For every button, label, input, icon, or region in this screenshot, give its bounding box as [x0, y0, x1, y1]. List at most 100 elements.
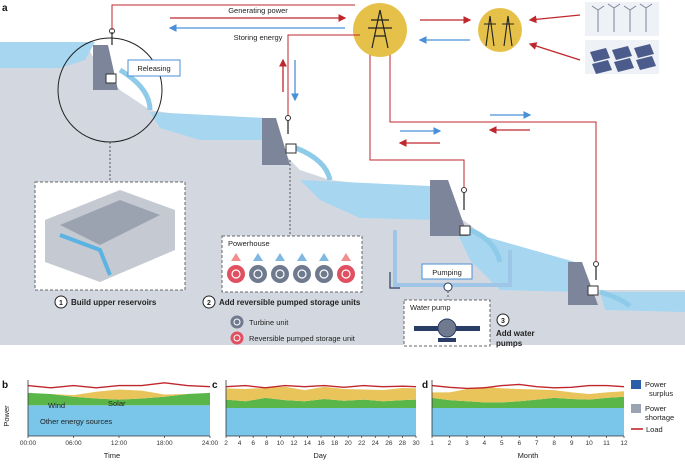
x-tick-label: 24: [372, 440, 380, 447]
unit-indicator-icon: [275, 253, 285, 261]
wind-turbine-icon: [591, 3, 653, 32]
turbine-unit-icon: [230, 315, 244, 329]
area-solar: [226, 386, 416, 402]
legend-surplus-line2: surplus: [649, 389, 673, 398]
step-1-badge: [54, 295, 68, 309]
unit-indicator-icon: [297, 253, 307, 261]
area-solar: [28, 389, 210, 400]
dam-4: [568, 261, 599, 305]
step-3-label-line1: Add water: [496, 329, 535, 338]
x-tick-label: 3: [465, 440, 469, 447]
unit-hub: [297, 269, 307, 279]
releasing-box: [127, 59, 181, 77]
grid-line-dam2: [287, 34, 360, 115]
panel-label-d: d: [422, 380, 428, 391]
pumping-box: [421, 263, 473, 280]
x-tick-label: 10: [277, 440, 285, 447]
x-tick-label: 6: [251, 440, 255, 447]
other-sources-label: Other energy sources: [40, 417, 112, 426]
area-other-energy-sources: [226, 408, 416, 436]
x-tick-label: 10: [585, 440, 593, 447]
unit-indicator-icon: [231, 253, 241, 261]
x-tick-label: 12: [290, 440, 298, 447]
chart-b: 00:00 06:00 12:00 18:00 24:00: [20, 380, 219, 447]
area-other-energy-sources: [432, 408, 624, 436]
inset-basin: [60, 200, 160, 245]
middle-reservoir-water: [150, 112, 270, 140]
step-3-number: 3: [501, 318, 505, 325]
reversible-unit-label: Reversible pumped storage unit: [249, 334, 356, 343]
unit-indicator-icon: [341, 253, 351, 261]
x-tick-label: 18: [331, 440, 339, 447]
area-solar: [432, 386, 624, 403]
x-tick-label: 28: [399, 440, 407, 447]
x-tick-label: 8: [552, 440, 556, 447]
dam-3: [430, 180, 471, 236]
bottom-reservoir-water: [455, 228, 580, 292]
grid-line-dam4: [389, 55, 597, 262]
wind-arrow: [528, 14, 581, 24]
unit-hub: [341, 269, 351, 279]
step-1-label: Build upper reservoirs: [71, 298, 157, 307]
step-2-label: Add reversible pumped storage units: [219, 298, 361, 307]
releasing-label: Releasing: [137, 64, 170, 73]
x-tick-label: 5: [500, 440, 504, 447]
reversible-unit-icon: [337, 265, 355, 283]
grid-line-dam1: [111, 4, 355, 30]
wind-farm: [585, 2, 659, 36]
upper-reservoir-water: [0, 42, 95, 68]
load-line: [431, 383, 625, 390]
x-tick-label: 2: [448, 440, 452, 447]
x-tick-label: 8: [265, 440, 269, 447]
legend-shortage-line1: Power: [645, 404, 667, 413]
x-tick-label: 00:00: [20, 440, 37, 447]
turbine-unit-icon: [249, 265, 267, 283]
waterfall-2: [295, 145, 333, 181]
x-tick-label: 4: [483, 440, 487, 447]
x-tick-label: 9: [570, 440, 574, 447]
legend-surplus-swatch: [631, 380, 641, 389]
solar-label: Solar: [108, 399, 126, 408]
chart-b-xlabel: Time: [104, 451, 120, 460]
water-pump-icon: [414, 318, 480, 342]
dam-2: [262, 115, 297, 165]
powerhouse-title: Powerhouse: [228, 239, 270, 248]
powerhouse-units: [227, 253, 355, 283]
area-wind: [226, 397, 416, 408]
x-tick-label: 06:00: [65, 440, 82, 447]
waterfall-3: [469, 227, 503, 263]
x-tick-label: 7: [535, 440, 539, 447]
pump-node-icon: [443, 282, 453, 292]
waterfall-1: [118, 67, 153, 111]
x-tick-label: 11: [603, 440, 610, 447]
legend-shortage-swatch: [631, 404, 641, 413]
unit-hub: [231, 269, 241, 279]
area-other-energy-sources: [28, 405, 210, 436]
area-wind: [28, 392, 210, 406]
x-tick-label: 30: [412, 440, 420, 447]
x-tick-label: 12: [620, 440, 628, 447]
x-tick-label: 6: [517, 440, 521, 447]
waterfall-4: [599, 289, 632, 308]
tail-water: [600, 292, 685, 312]
legend-shortage-line2: shortage: [645, 413, 674, 422]
power-axis-label: Power: [2, 405, 11, 427]
unit-hub: [253, 269, 263, 279]
unit-indicator-icon: [319, 253, 329, 261]
solar-farm: [585, 40, 659, 74]
legend-load-label: Load: [646, 425, 663, 434]
x-tick-label: 24:00: [202, 440, 219, 447]
x-tick-label: 14: [304, 440, 312, 447]
x-tick-label: 18:00: [156, 440, 173, 447]
step-2-badge: [202, 295, 216, 309]
water-pump-label: Water pump: [410, 303, 451, 312]
x-tick-label: 22: [358, 440, 366, 447]
power-grid-hub: [353, 3, 407, 57]
turbine-unit-label: Turbine unit: [249, 318, 289, 327]
x-tick-label: 12:00: [111, 440, 128, 447]
substation-hub: [478, 8, 522, 52]
x-tick-label: 4: [238, 440, 242, 447]
turbine-unit-icon: [271, 265, 289, 283]
unit-hub: [319, 269, 329, 279]
